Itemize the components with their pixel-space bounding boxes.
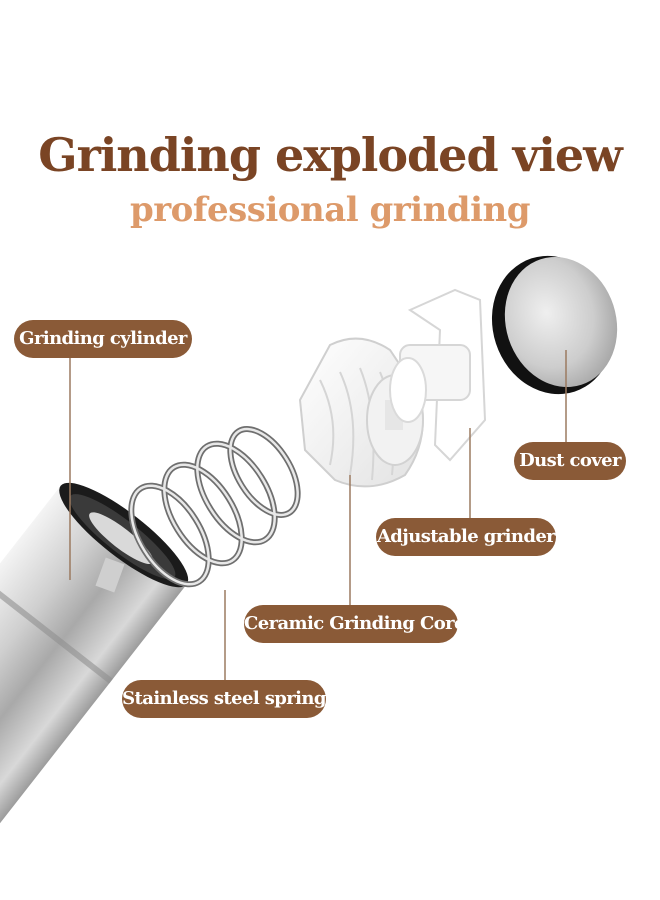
adjustable-grinder-label: Adjustable grinder [376, 518, 556, 556]
ceramic-core-label: Ceramic Grinding Core [244, 605, 465, 643]
page-title: Grinding exploded view [38, 128, 622, 182]
spring-part [128, 426, 301, 588]
grinding-cylinder-label: Grinding cylinder [14, 320, 192, 358]
grinding-cylinder-part [0, 482, 189, 837]
leader-lines [69, 350, 567, 680]
dust-cover-part [491, 255, 618, 395]
page-subtitle: professional grinding [129, 190, 531, 230]
stainless-spring-label: Stainless steel spring [122, 680, 326, 718]
dust-cover-label: Dust cover [514, 442, 626, 480]
adjustable-grinder-part [389, 288, 487, 462]
